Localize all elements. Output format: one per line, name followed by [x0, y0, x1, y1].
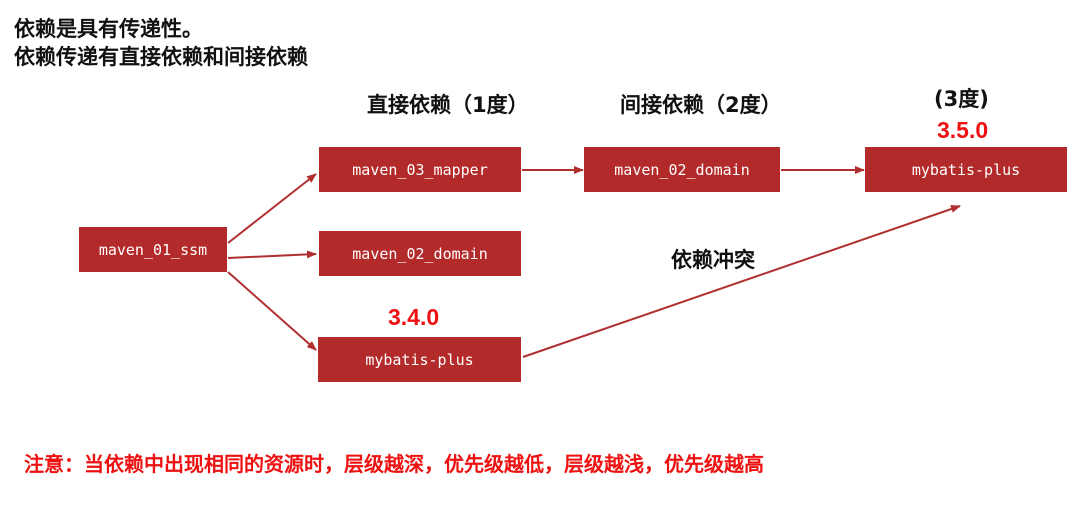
heading-transitivity: 依赖是具有传递性。: [14, 17, 203, 41]
node-mybatis-plus-direct: mybatis-plus: [318, 337, 521, 382]
version-label-third: 3.5.0: [937, 117, 989, 143]
arrow-root-to-domain: [227, 250, 317, 259]
column-label-third: (3度): [934, 87, 989, 111]
version-label-direct: 3.4.0: [388, 304, 440, 330]
arrow-root-to-mybatis: [227, 271, 317, 351]
priority-note: 注意：当依赖中出现相同的资源时，层级越深，优先级越低，层级越浅，优先级越高: [24, 452, 764, 476]
node-maven-01-ssm: maven_01_ssm: [79, 227, 227, 272]
node-maven-02-domain-indirect: maven_02_domain: [584, 147, 780, 192]
conflict-label: 依赖冲突: [671, 248, 755, 272]
arrow-root-to-mapper: [227, 173, 317, 244]
node-mybatis-plus-third: mybatis-plus: [865, 147, 1067, 192]
arrow-conflict: [522, 205, 961, 358]
column-label-direct: 直接依赖（1度）: [367, 93, 529, 117]
column-label-indirect: 间接依赖（2度）: [620, 93, 782, 117]
heading-direct-indirect: 依赖传递有直接依赖和间接依赖: [14, 45, 308, 69]
node-maven-02-domain-direct: maven_02_domain: [319, 231, 521, 276]
node-maven-03-mapper: maven_03_mapper: [319, 147, 521, 192]
